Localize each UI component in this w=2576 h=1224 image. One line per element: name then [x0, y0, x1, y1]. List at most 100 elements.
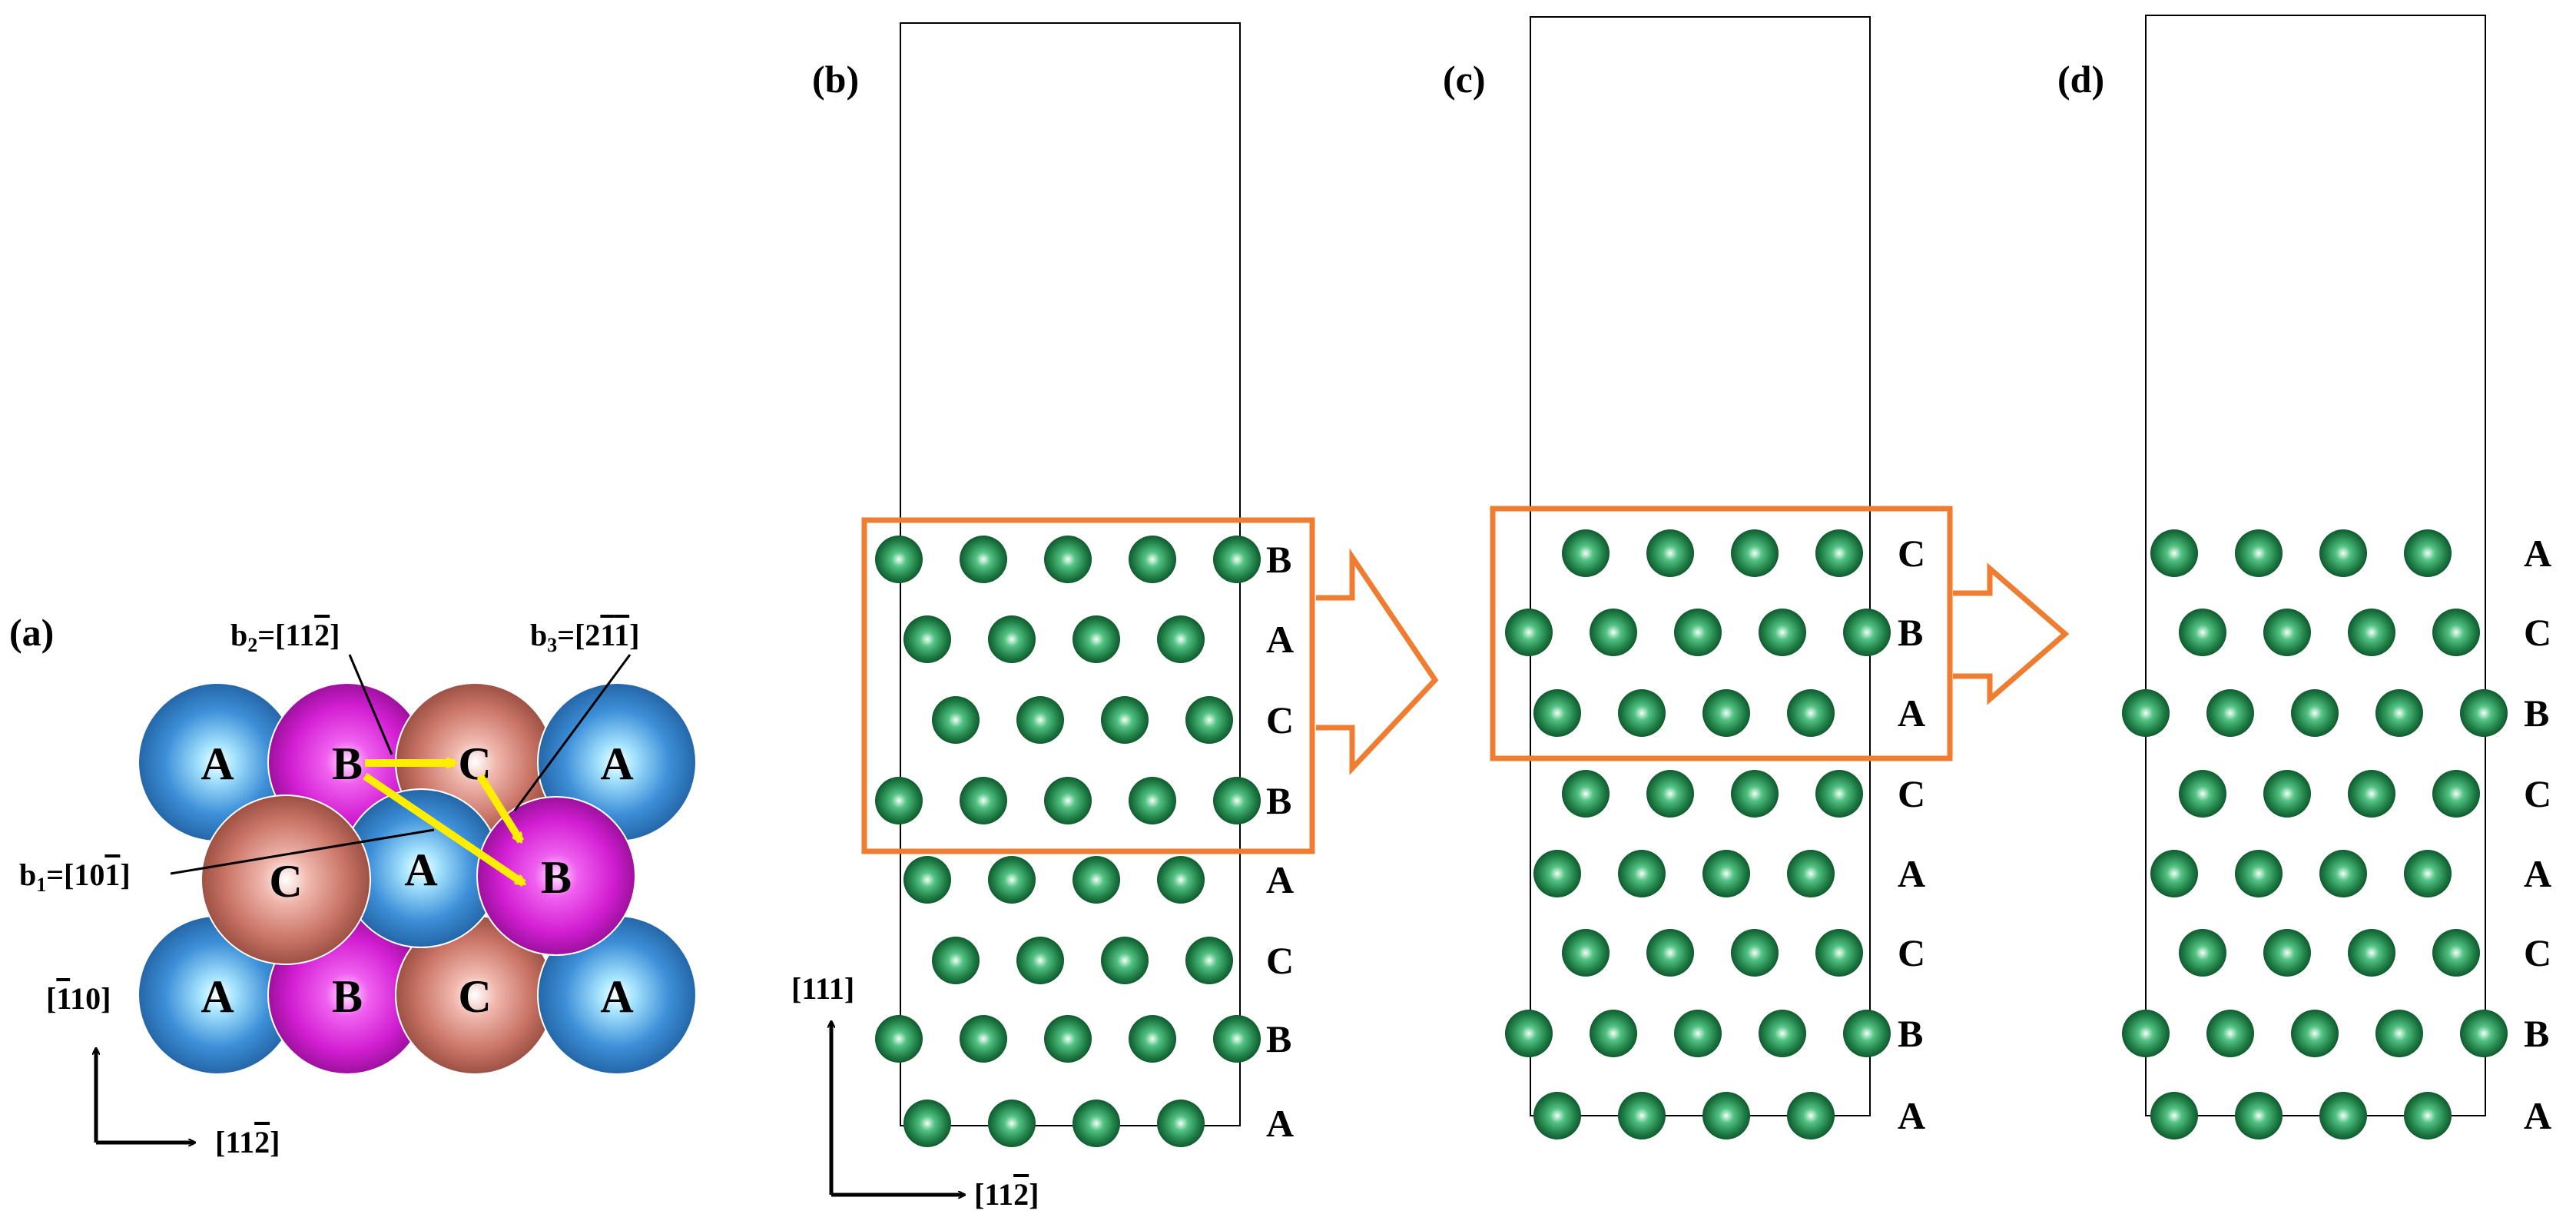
atom: [1562, 770, 1610, 818]
atom: [2375, 689, 2423, 737]
atom: [1213, 777, 1261, 824]
layer-label: C: [1898, 772, 1925, 815]
atom: [1213, 536, 1261, 583]
layer-label: A: [2524, 532, 2551, 575]
layer-label: C: [1898, 931, 1925, 974]
atom: [2319, 1092, 2367, 1139]
atom: [1016, 696, 1064, 744]
atom: [1044, 1015, 1092, 1063]
atom-layers-c: [1505, 529, 1891, 1139]
panel-label-d: (d): [2057, 58, 2104, 101]
panel-label-c: (c): [1443, 58, 1486, 101]
atom: [932, 696, 980, 744]
atom: [1157, 1100, 1205, 1147]
sphere-letter: B: [332, 738, 363, 789]
atom: [1731, 529, 1779, 577]
atom: [875, 1015, 923, 1063]
atom: [988, 856, 1036, 904]
layer-label: C: [1266, 698, 1294, 741]
atom: [988, 1100, 1036, 1147]
atom: [2348, 770, 2395, 818]
atom: [2122, 689, 2170, 737]
layer-label: A: [1898, 1094, 1925, 1137]
axis-b-horizontal-label: [112]: [974, 1177, 1039, 1212]
b1-leader: [170, 828, 435, 875]
atom: [2291, 1010, 2339, 1057]
atom: [1213, 1015, 1261, 1063]
sphere-letter: A: [201, 971, 234, 1022]
atom: [960, 1015, 1007, 1063]
layer-label: A: [1266, 618, 1294, 661]
atom: [1129, 1015, 1176, 1063]
atom: [1702, 689, 1750, 737]
atom: [903, 856, 951, 904]
atom: [1843, 1010, 1891, 1057]
atom: [1157, 615, 1205, 663]
atom: [1787, 850, 1835, 897]
atom: [1044, 777, 1092, 824]
atom: [1674, 1010, 1722, 1057]
atom: [2348, 609, 2395, 656]
b2-leader: [348, 654, 393, 755]
atom: [1731, 929, 1779, 977]
layer-label: A: [1898, 852, 1925, 895]
atom: [2122, 1010, 2170, 1057]
atom: [2206, 1010, 2254, 1057]
atom: [2263, 929, 2311, 977]
highlight-box-c: [1490, 506, 1953, 761]
atom: [2348, 929, 2395, 977]
sphere-letter: B: [541, 852, 572, 903]
layer-label: A: [2524, 1094, 2551, 1137]
axis-a-vertical-label: [110]: [46, 981, 111, 1016]
sphere-letter: C: [458, 971, 491, 1022]
atom: [2404, 529, 2452, 577]
layer-label: B: [1898, 1012, 1923, 1055]
atom: [2319, 850, 2367, 897]
atom: [960, 536, 1007, 583]
simulation-box-d: [2145, 15, 2486, 1116]
salmon-sphere: [201, 794, 371, 965]
sphere-letter: A: [600, 738, 633, 789]
atom: [1787, 689, 1835, 737]
shift-arrow-c: [1953, 562, 2070, 705]
atom: [1815, 929, 1863, 977]
sphere-front-layer: C: [201, 794, 371, 965]
atom: [1815, 529, 1863, 577]
atom: [2432, 929, 2480, 977]
atom: [903, 1100, 951, 1147]
b3-arrow: [476, 774, 525, 841]
atom: [1674, 609, 1722, 656]
atom: [1843, 609, 1891, 656]
atom: [1533, 689, 1581, 737]
atom: [1618, 850, 1666, 897]
layer-label: C: [1266, 939, 1294, 982]
atom: [1646, 770, 1694, 818]
sphere-letter: C: [269, 856, 302, 907]
atom: [903, 615, 951, 663]
layer-label: C: [2524, 931, 2551, 974]
panel-label-b: (b): [812, 58, 859, 101]
highlight-box-b: [861, 517, 1315, 854]
sphere-letter: A: [404, 844, 437, 895]
atom: [1759, 1010, 1806, 1057]
layer-label: B: [1266, 1017, 1291, 1060]
atom: [1073, 856, 1120, 904]
layer-label: A: [1898, 692, 1925, 735]
atom: [2319, 529, 2367, 577]
atom: [1129, 777, 1176, 824]
atom: [960, 777, 1007, 824]
layer-label: B: [1266, 779, 1291, 822]
atom: [988, 615, 1036, 663]
layer-label: C: [1898, 532, 1925, 575]
layer-label: B: [1266, 538, 1291, 581]
shift-arrow-b: [1316, 548, 1439, 775]
atom: [1129, 536, 1176, 583]
atom: [1618, 689, 1666, 737]
atom: [2150, 529, 2198, 577]
layer-label: A: [1266, 858, 1294, 901]
